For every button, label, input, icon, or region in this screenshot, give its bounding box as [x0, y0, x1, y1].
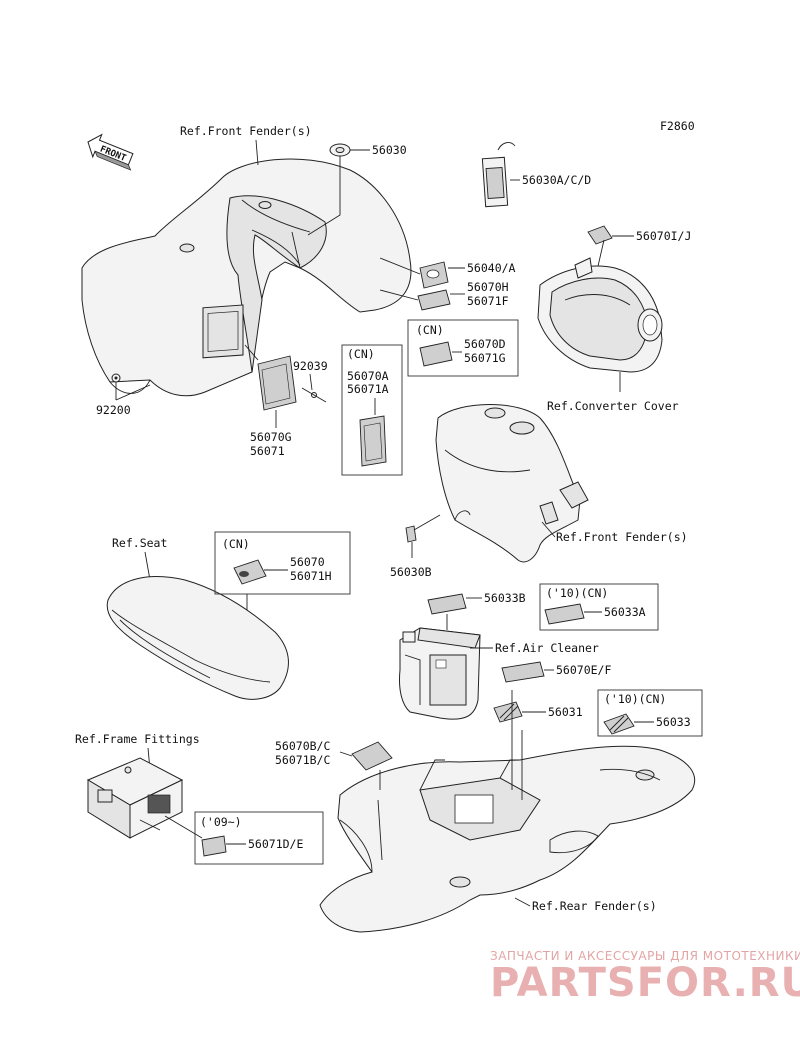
front-arrow: FRONT — [87, 133, 134, 171]
label-92039: 92039 — [293, 359, 328, 373]
ref-rear-fender: Ref.Rear Fender(s) — [532, 899, 657, 913]
tag-cn-c: (CN) — [222, 537, 250, 551]
part-56030acd: 56030A/C/D — [481, 142, 591, 208]
tag-09: ('09~) — [200, 815, 242, 829]
label-56031: 56031 — [548, 705, 583, 719]
label-56033b: 56033B — [484, 591, 526, 605]
frame-fittings-illustration — [86, 757, 184, 839]
part-56070bc-56071bc: 56070B/C 56071B/C — [275, 739, 393, 790]
label-56070d: 56070D — [464, 337, 506, 351]
label-56071bc: 56071B/C — [275, 753, 330, 767]
ref-air-cleaner: Ref.Air Cleaner — [495, 641, 599, 655]
watermark-line1: ЗАПЧАСТИ И АКСЕССУАРЫ ДЛЯ МОТОТЕХНИКИ — [490, 949, 800, 963]
ref-seat: Ref.Seat — [112, 536, 167, 550]
label-92200: 92200 — [96, 403, 131, 417]
label-56033: 56033 — [656, 715, 691, 729]
tag-cn-a: (CN) — [416, 323, 444, 337]
label-56070bc: 56070B/C — [275, 739, 330, 753]
ref-front-fender-mid: Ref.Front Fender(s) — [556, 530, 688, 544]
label-56071h: 56071H — [290, 569, 332, 583]
watermark: ЗАПЧАСТИ И АКСЕССУАРЫ ДЛЯ МОТОТЕХНИКИ PA… — [490, 949, 800, 1006]
part-56031: 56031 — [493, 701, 583, 723]
label-56071f: 56071F — [467, 294, 509, 308]
tag-cn-b: (CN) — [347, 347, 375, 361]
label-56071a: 56071A — [347, 382, 389, 396]
watermark-line2: PARTSFOR.RU — [490, 960, 800, 1006]
converter-cover-illustration — [537, 257, 663, 392]
air-cleaner-illustration — [399, 627, 481, 720]
part-56070ij: 56070I/J — [587, 225, 691, 276]
ref-converter-cover: Ref.Converter Cover — [547, 399, 679, 413]
label-56030b: 56030B — [390, 565, 432, 579]
ref-frame-fittings: Ref.Frame Fittings — [75, 732, 200, 746]
label-56030: 56030 — [372, 143, 407, 157]
y10cn-box-56033a: ('10)(CN) 56033A — [539, 583, 659, 631]
label-56040a: 56040/A — [467, 261, 516, 275]
ref-front-fender-top: Ref.Front Fender(s) — [180, 124, 312, 138]
front-fender-center-illustration — [435, 404, 589, 563]
part-56070h-56071f: 56070H 56071F — [379, 280, 509, 311]
label-56071de: 56071D/E — [248, 837, 303, 851]
tag-10cn-a: ('10)(CN) — [546, 586, 608, 600]
label-56070ef: 56070E/F — [556, 663, 611, 677]
front-fender-illustration — [81, 158, 412, 397]
part-56070g-56071: 56070G 56071 — [244, 344, 297, 458]
label-56071: 56071 — [250, 444, 285, 458]
y09-box-56071de: ('09~) 56071D/E — [164, 811, 324, 865]
cn-box-56070a: (CN) 56070A 56071A — [341, 344, 403, 476]
part-56033b: 56033B — [427, 591, 526, 630]
part-92200: 92200 — [96, 373, 151, 417]
part-56030: 56030 — [307, 143, 407, 236]
label-56070h: 56070H — [467, 280, 509, 294]
label-56071g: 56071G — [464, 351, 506, 365]
label-56070g: 56070G — [250, 430, 292, 444]
label-56070ij: 56070I/J — [636, 229, 691, 243]
part-56070ef: 56070E/F — [501, 661, 611, 683]
rear-fender-illustration — [319, 745, 696, 933]
seat-illustration — [106, 576, 289, 700]
part-92039: 92039 — [293, 359, 328, 403]
label-56033a: 56033A — [604, 605, 646, 619]
part-56030b: 56030B — [390, 514, 441, 579]
figure-id: F2860 — [660, 119, 695, 133]
label-56070a: 56070A — [347, 369, 389, 383]
label-56030acd: 56030A/C/D — [522, 173, 591, 187]
y10cn-box-56033: ('10)(CN) 56033 — [597, 689, 703, 737]
part-56040a: 56040/A — [379, 257, 516, 289]
label-56070: 56070 — [290, 555, 325, 569]
cn-box-56070: (CN) 56070 56071H — [214, 531, 351, 610]
cn-box-56070d: (CN) 56070D 56071G — [407, 319, 519, 377]
tag-10cn-b: ('10)(CN) — [604, 692, 666, 706]
